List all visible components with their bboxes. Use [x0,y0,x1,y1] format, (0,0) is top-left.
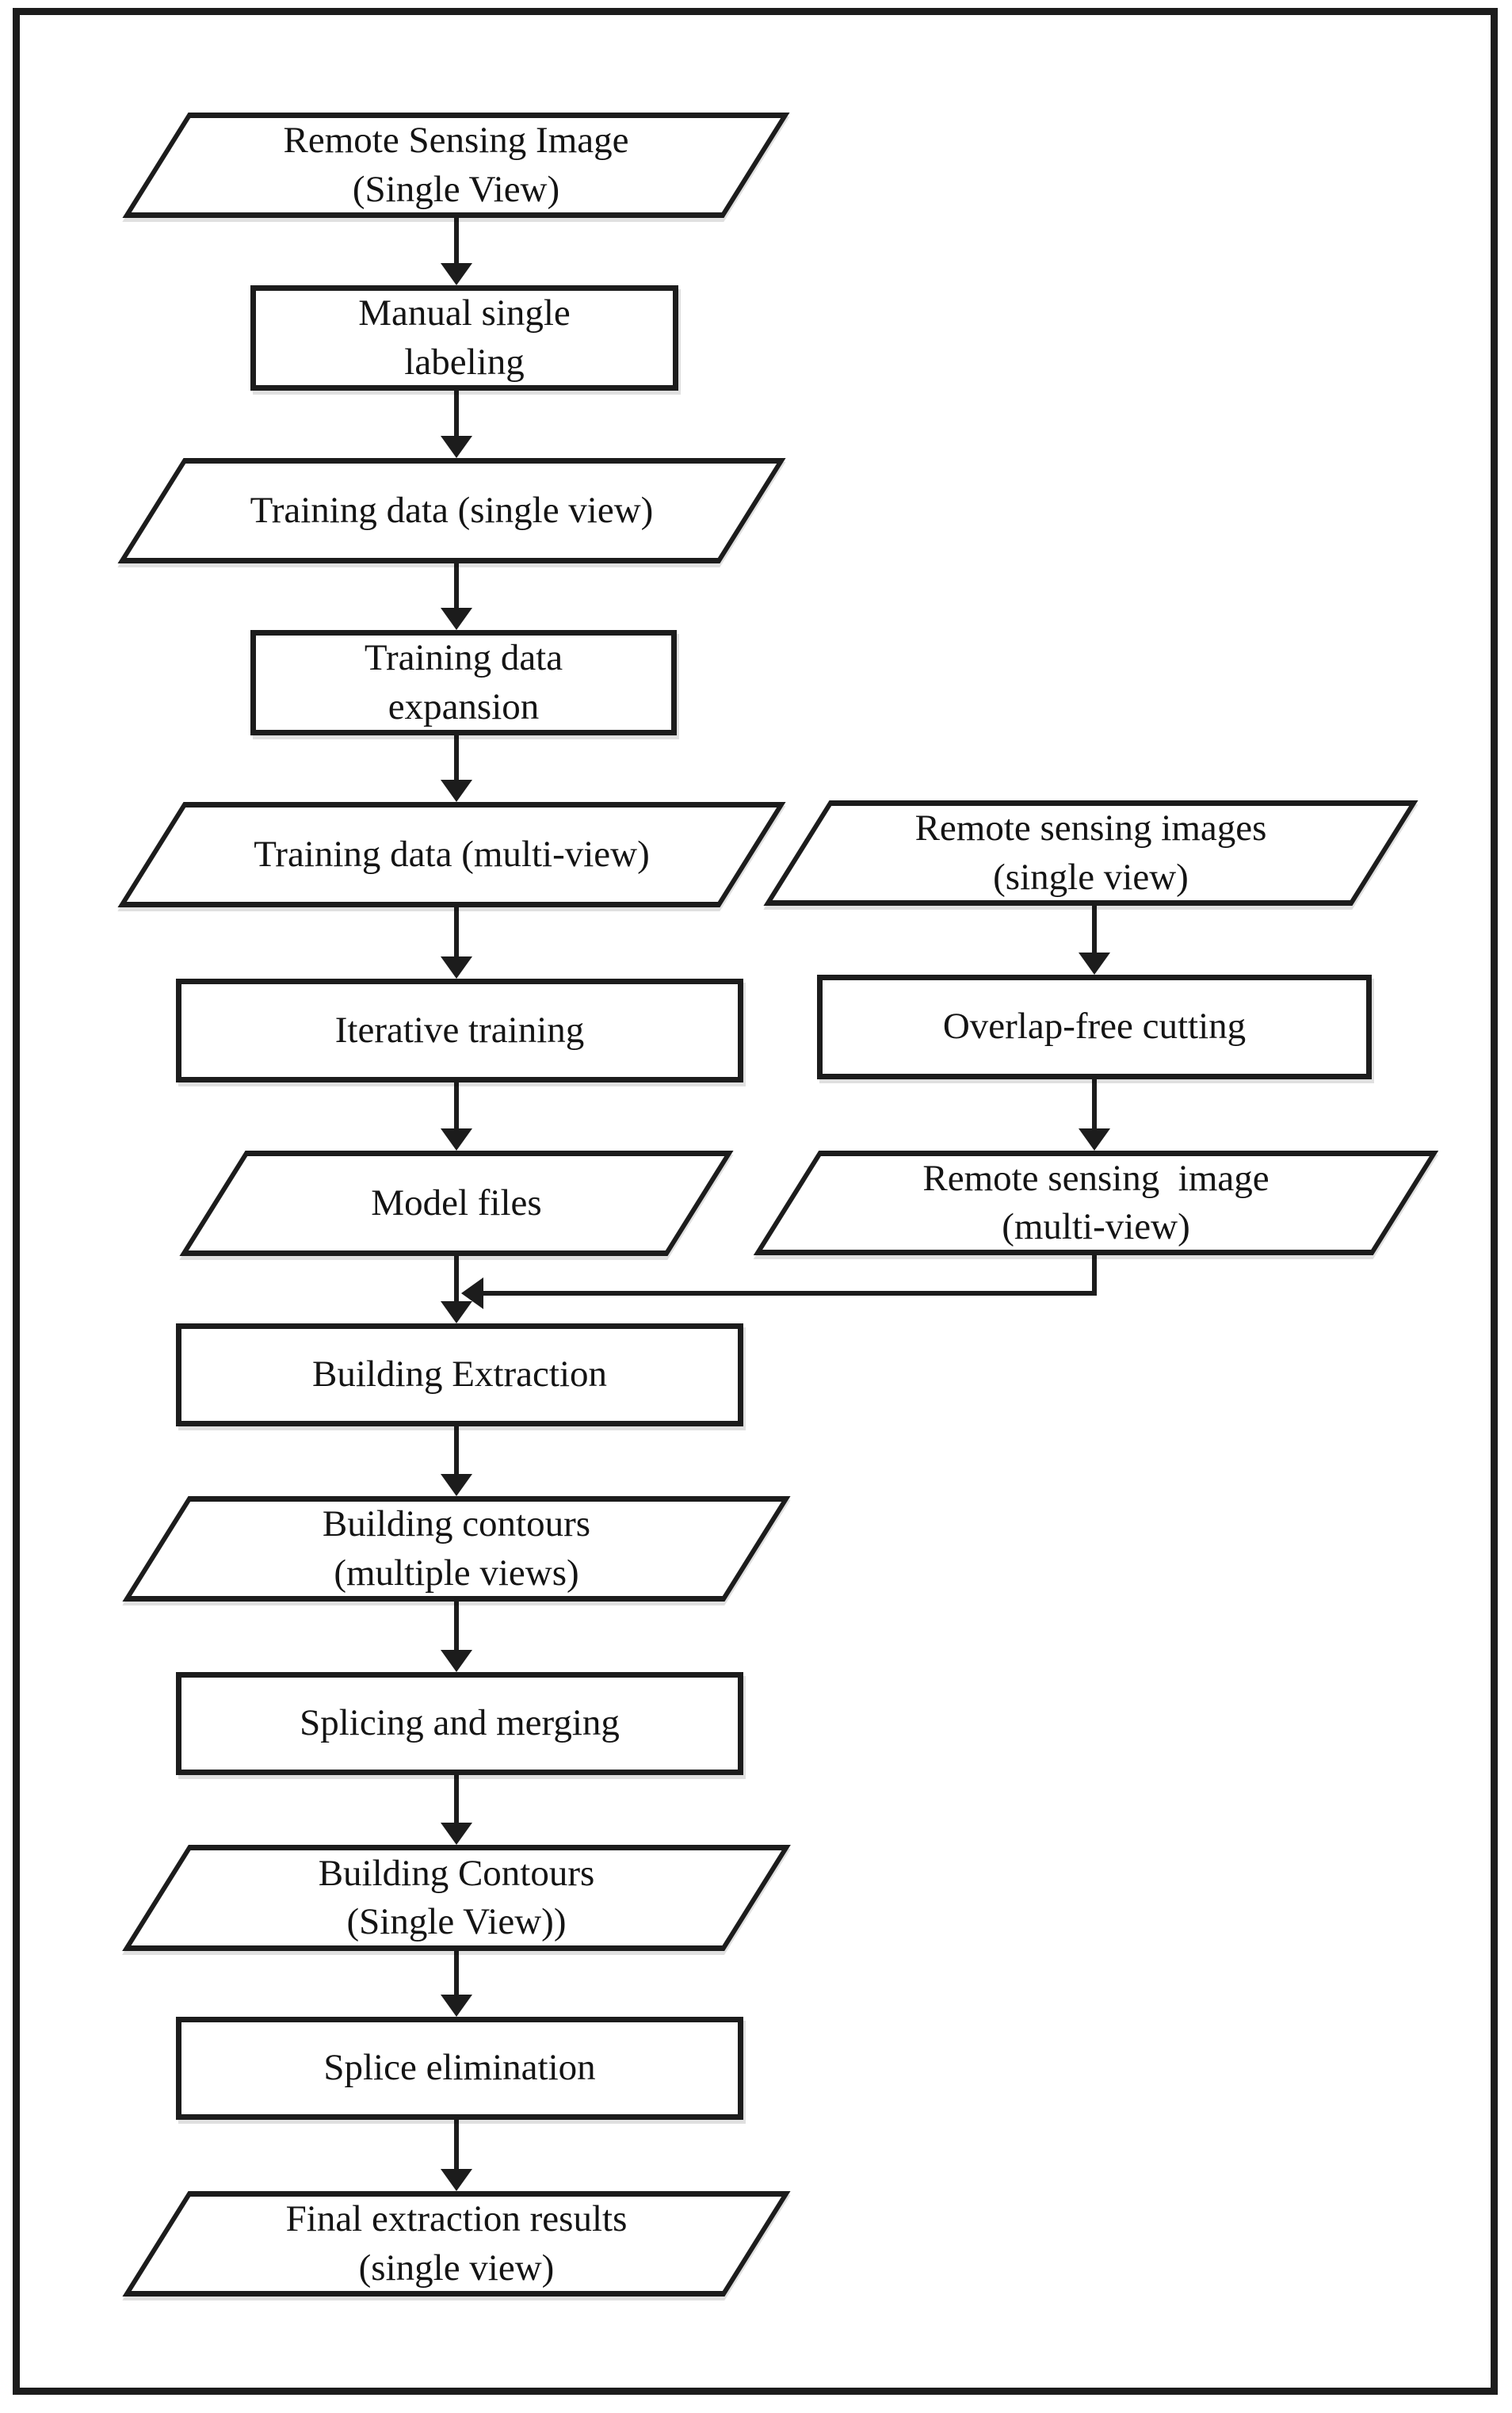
node-iterative-training: Iterative training [176,979,743,1082]
arrow-rsi-to-labeling [441,216,472,285]
node-label: Splicing and merging [300,1702,620,1744]
arrow-splicing-to-contours-single [441,1775,472,1845]
outer-frame [13,8,1498,2395]
node-model-files: Model files [179,1151,734,1256]
rectangle-shape [176,2017,743,2120]
arrow-head [441,263,472,285]
node-label: Training data expansion [364,637,563,727]
node-splicing-and-merging: Splicing and merging [176,1672,743,1775]
node-training-data-single-view: Training data (single view) [117,458,786,563]
arrow-head [441,608,472,630]
arrow-head [461,1277,483,1309]
node-label: Manual single labeling [358,292,571,383]
node-label: Remote sensing images (single view) [914,808,1267,898]
node-remote-sensing-image-multi-view: Remote sensing image (multi-view) [753,1151,1439,1255]
arrow-contours-single-to-elimination [441,1951,472,2017]
node-label: Training data (single view) [250,489,654,531]
arrow-head [441,956,472,979]
arrow-head [441,2169,472,2191]
arrow-labeling-to-td-single [441,391,472,458]
node-label: Final extraction results (single view) [285,2198,628,2289]
arrow-td-multi-to-iterative [441,907,472,979]
node-label: Splice elimination [323,2047,596,2089]
node-label: Iterative training [334,1009,585,1051]
node-building-extraction: Building Extraction [176,1323,743,1426]
arrow-iterative-to-model-files [441,1082,472,1151]
node-label: Remote Sensing Image (Single View) [283,120,629,210]
arrow-line [483,1255,1097,1296]
arrow-model-files-to-extraction [441,1256,472,1323]
arrow-head [441,436,472,458]
node-training-data-expansion: Training data expansion [250,630,677,735]
rectangle-shape [250,285,678,391]
arrow-elimination-to-final [441,2120,472,2191]
node-label: Building Contours (Single View)) [318,1852,595,1942]
arrow-head [441,1128,472,1151]
node-label: Model files [371,1182,542,1224]
arrow-head [1079,1128,1110,1151]
arrow-head [1079,953,1110,975]
node-building-contours-single-view: Building Contours (Single View)) [122,1845,791,1951]
arrow-cutting-to-rsi-multi [1079,1079,1110,1151]
node-label: Building Extraction [311,1353,608,1395]
arrow-head [441,1823,472,1845]
arrow-head [441,1474,472,1496]
arrow-rsi-multi-to-extraction-elbow [461,1255,1097,1309]
node-remote-sensing-image-single-view: Remote Sensing Image (Single View) [122,113,790,218]
node-label: Remote sensing image (multi-view) [922,1157,1270,1247]
node-label: Building contours (multiple views) [322,1503,591,1594]
rectangle-shape [176,1672,743,1775]
node-training-data-multi-view: Training data (multi-view) [117,802,786,907]
node-splice-elimination: Splice elimination [176,2017,743,2120]
arrow-head [441,1650,472,1672]
arrow-extraction-to-contours-multi [441,1426,472,1496]
node-overlap-free-cutting: Overlap-free cutting [817,975,1372,1079]
rectangle-shape [176,979,743,1082]
node-remote-sensing-images-single-view: Remote sensing images (single view) [763,800,1418,906]
arrow-td-single-to-expansion [441,563,472,630]
rectangle-shape [176,1323,743,1426]
node-final-extraction-results-single-view: Final extraction results (single view) [122,2191,791,2297]
rectangle-shape [817,975,1372,1079]
node-label: Overlap-free cutting [942,1006,1247,1048]
node-manual-single-labeling: Manual single labeling [250,285,678,391]
arrow-head [441,780,472,802]
arrow-rsis-to-cutting [1079,906,1110,975]
node-building-contours-multiple-views: Building contours (multiple views) [122,1496,791,1602]
node-label: Training data (multi-view) [254,833,650,875]
arrow-head [441,1301,472,1323]
arrow-expansion-to-td-multi [441,735,472,802]
arrow-contours-multi-to-splicing [441,1602,472,1672]
rectangle-shape [250,630,677,735]
arrow-head [441,1995,472,2017]
